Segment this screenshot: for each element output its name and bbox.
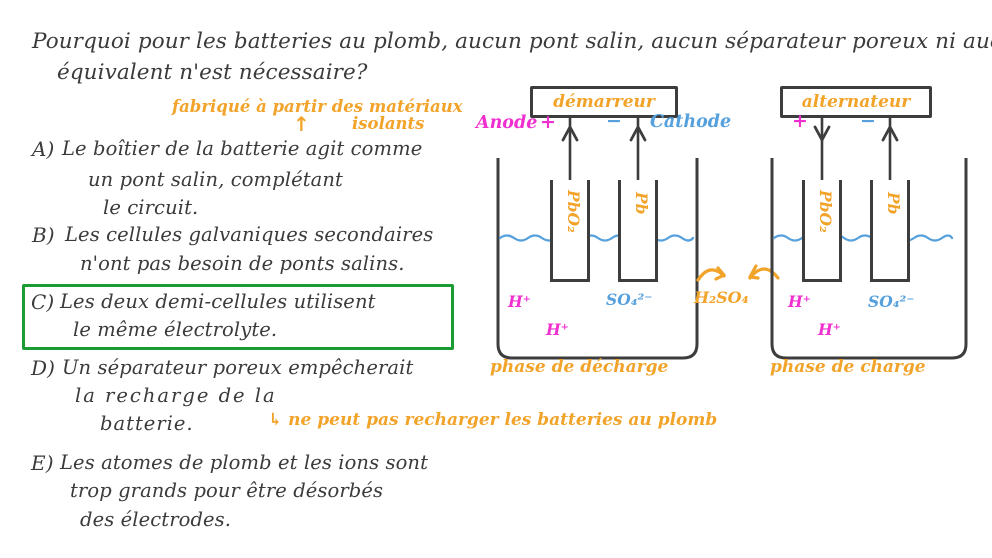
option-a-line-1: Le boîtier de la batterie agit comme (62, 137, 423, 160)
annotation-insulating-materials-line-2: isolants (352, 114, 425, 133)
option-a-line-2: un pont salin, complétant (88, 168, 343, 191)
electrode-pbo2-label: PbO₂ (564, 190, 583, 233)
negative-terminal-sign-charge: − (860, 110, 876, 132)
option-a-line-3: le circuit. (103, 196, 199, 219)
sulfuric-acid-label: H₂SO₄ (694, 288, 749, 307)
option-e-line-3: des électrodes. (80, 508, 232, 531)
alternator-device-label: alternateur (801, 92, 911, 112)
cathode-sign: − (606, 110, 622, 132)
electrode-pbo2-discharge: PbO₂ (550, 180, 590, 282)
option-d-line-3: batterie. (100, 412, 194, 435)
alternator-device-box: alternateur (780, 86, 932, 118)
option-c-line-2: le même électrolyte. (73, 318, 278, 341)
question-line-1: Pourquoi pour les batteries au plomb, au… (32, 29, 992, 54)
electrode-pbo2-charge-label: PbO₂ (816, 190, 835, 233)
charge-cell-diagram: alternateur + − PbO₂ Pb H⁺ H⁺ SO₄²⁻ phas… (760, 80, 990, 377)
option-d-line-2: la recharge de la (75, 384, 277, 407)
option-c-line-1: Les deux demi-cellules utilisent (60, 290, 376, 313)
option-c-label: C) (31, 290, 55, 314)
ion-sulfate-charge: SO₄²⁻ (868, 292, 915, 311)
option-b-line-2: n'ont pas besoin de ponts salins. (80, 252, 405, 275)
option-e-label: E) (31, 451, 54, 475)
electrode-pb-charge-label: Pb (884, 192, 903, 215)
ion-h-plus-2-charge: H⁺ (818, 320, 841, 339)
ion-sulfate-discharge: SO₄²⁻ (606, 290, 653, 309)
electrode-pb-label: Pb (632, 192, 651, 215)
option-d-line-1: Un séparateur poreux empêcherait (62, 356, 414, 379)
option-b-line-1: Les cellules galvaniques secondaires (65, 223, 434, 246)
question-line-2: équivalent n'est nécessaire? (57, 60, 368, 85)
option-b-label: B) (32, 223, 55, 247)
electrode-pb-discharge: Pb (618, 180, 658, 282)
annotation-arrow-up-icon: ↑ (293, 112, 310, 136)
discharge-circuit-drawing (496, 116, 699, 360)
anode-sign: + (540, 111, 556, 133)
electrode-pb-charge: Pb (870, 180, 910, 282)
ion-h-plus-1-discharge: H⁺ (508, 292, 531, 311)
ion-h-plus-2-discharge: H⁺ (546, 320, 569, 339)
charge-phase-caption: phase de charge (770, 357, 926, 377)
starter-device-label: démarreur (553, 92, 655, 112)
option-e-line-2: trop grands pour être désorbés (70, 479, 384, 502)
positive-terminal-sign-charge: + (792, 110, 808, 132)
electrode-pbo2-charge: PbO₂ (802, 180, 842, 282)
cathode-label: Cathode (650, 112, 732, 132)
option-a-label: A) (32, 137, 55, 161)
correct-answer-highlight-box (22, 284, 454, 350)
discharge-cell-diagram: démarreur Anode + − Cathode PbO₂ Pb (476, 80, 732, 377)
anode-label: Anode (476, 113, 538, 133)
sulfuric-acid-arrows (696, 264, 780, 282)
annotation-insulating-materials-line-1: fabriqué à partir des matériaux (172, 97, 463, 116)
option-e-line-1: Les atomes de plomb et les ions sont (60, 451, 429, 474)
discharge-phase-caption: phase de décharge (490, 357, 669, 377)
option-d-label: D) (31, 356, 56, 380)
annotation-cannot-recharge: ↳ ne peut pas recharger les batteries au… (268, 410, 718, 430)
ion-h-plus-1-charge: H⁺ (788, 292, 811, 311)
starter-device-box: démarreur (530, 86, 678, 118)
